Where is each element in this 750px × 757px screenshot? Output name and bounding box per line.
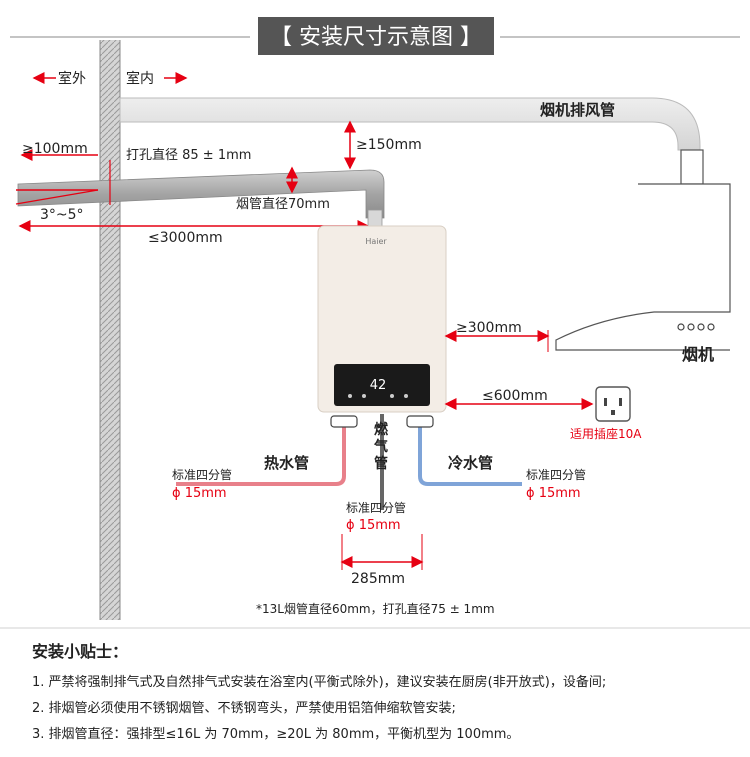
socket-pin — [604, 398, 607, 406]
hot-phi-label: ϕ 15mm — [172, 486, 227, 501]
cold-pipe-fitting — [406, 415, 434, 428]
socket-pin — [619, 398, 622, 406]
hot-water-pipe — [176, 422, 346, 486]
socket-label: 适用插座10A — [570, 426, 642, 441]
gas-phi-label: ϕ 15mm — [346, 518, 401, 533]
flue-connector — [367, 209, 383, 229]
dim-285-label: 285mm — [351, 571, 405, 587]
tip-item-1: 1. 严禁将强制排气式及自然排气式安装在浴室内(平衡式除外)，建议安装在厨房(非… — [32, 675, 607, 690]
panel-button — [362, 394, 366, 398]
hood-button — [677, 323, 685, 331]
hood-button — [707, 323, 715, 331]
brand-logo: Haier — [365, 237, 387, 246]
tips-title: 安装小贴士： — [32, 642, 129, 661]
cold-pipe-label: 冷水管 — [448, 454, 493, 472]
cold-std-pipe-label: 标准四分管 — [526, 467, 586, 482]
socket-icon — [595, 386, 631, 422]
display-readout: 42 — [370, 378, 387, 393]
slope-angle-line — [15, 189, 99, 205]
wall — [100, 40, 120, 620]
dim-100-label: ≥100mm — [22, 141, 88, 157]
hot-pipe-label: 热水管 — [264, 454, 309, 472]
dim-300-label: ≥300mm — [456, 320, 522, 336]
gas-std-pipe-label: 标准四分管 — [346, 500, 406, 515]
install-tips: 安装小贴士： 1. 严禁将强制排气式及自然排气式安装在浴室内(平衡式除外)，建议… — [32, 638, 732, 748]
note-13l: *13L烟管直径60mm，打孔直径75 ± 1mm — [256, 601, 495, 616]
hood-duct-label: 烟机排风管 — [540, 101, 615, 119]
hood-chimney — [680, 149, 704, 185]
hood-button — [687, 323, 695, 331]
panel-button — [404, 394, 408, 398]
cold-phi-label: ϕ 15mm — [526, 486, 581, 501]
dim-3000-label: ≤3000mm — [148, 230, 223, 246]
title-banner — [258, 17, 494, 55]
tip-item-2: 2. 排烟管必须使用不锈钢烟管、不锈钢弯头，严禁使用铝箔伸缩软管安装; — [32, 701, 456, 716]
cold-water-pipe — [418, 422, 522, 486]
hood-body — [555, 183, 731, 351]
hole-diameter-label: 打孔直径 85 ± 1mm — [126, 148, 251, 163]
panel-button — [390, 394, 394, 398]
slope-label: 3°~5° — [40, 207, 84, 223]
tip-item-3: 3. 排烟管直径：强排型≤16L 为 70mm，≥20L 为 80mm，平衡机型… — [32, 727, 520, 742]
outdoor-label: 室外 — [58, 70, 86, 87]
gas-pipe-label: 燃气管 — [373, 421, 389, 472]
hot-std-pipe-label: 标准四分管 — [172, 467, 232, 482]
indoor-label: 室内 — [126, 70, 154, 87]
dim-150-label: ≥150mm — [356, 137, 422, 153]
panel-button — [348, 394, 352, 398]
hood-label: 烟机 — [682, 345, 714, 364]
hot-pipe-fitting — [330, 415, 358, 428]
dim-600-label: ≤600mm — [482, 388, 548, 404]
flue-diameter-label: 烟管直径70mm — [236, 197, 330, 212]
socket-ground — [611, 410, 615, 415]
hood-button — [697, 323, 705, 331]
page-title: 【 安装尺寸示意图 】 — [270, 25, 482, 50]
